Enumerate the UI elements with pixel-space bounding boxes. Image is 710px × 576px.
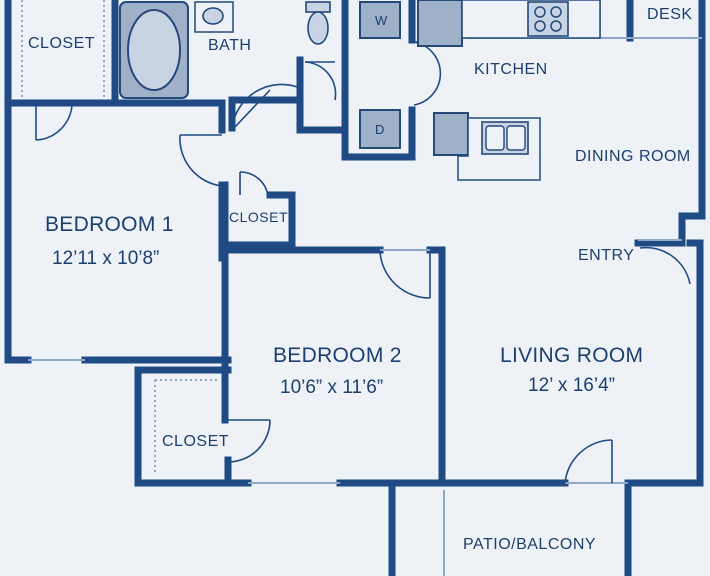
- walls: [4, 0, 706, 576]
- toilet-tank: [305, 1, 331, 13]
- washer: [359, 1, 401, 39]
- fixtures: W D: [119, 0, 601, 181]
- dining-room-label: DINING ROOM: [575, 148, 691, 165]
- refrigerator: [417, 0, 463, 47]
- bath-sink-icon: [202, 7, 224, 25]
- living-room-name: LIVING ROOM: [500, 344, 644, 367]
- dryer-label: D: [375, 122, 384, 137]
- door-swings: [35, 41, 691, 484]
- kitchen-label: KITCHEN: [474, 61, 548, 78]
- dishwasher: [433, 112, 469, 156]
- washer-label: W: [375, 13, 388, 28]
- toilet-bowl-icon: [307, 11, 329, 45]
- bedroom1-dims: 12’11 x 10’8”: [52, 248, 160, 269]
- stove-icon: [527, 1, 569, 37]
- bedroom2-name: BEDROOM 2: [273, 344, 402, 367]
- bath-label: BATH: [208, 37, 252, 54]
- closet-top-label: CLOSET: [28, 35, 96, 52]
- bedroom2-dims: 10’6” x 11’6”: [280, 377, 384, 398]
- closet-bottom-label: CLOSET: [162, 433, 230, 450]
- living-room-dims: 12’ x 16’4”: [528, 375, 615, 396]
- closet-mid-label: CLOSET: [229, 209, 289, 225]
- bathtub-basin: [127, 9, 181, 91]
- desk-label: DESK: [647, 6, 693, 23]
- bedroom1-name: BEDROOM 1: [45, 213, 174, 236]
- bath-sink-counter: [194, 1, 234, 33]
- dryer: [359, 109, 401, 149]
- entry-label: ENTRY: [578, 247, 635, 264]
- patio-balcony-label: PATIO/BALCONY: [463, 536, 597, 553]
